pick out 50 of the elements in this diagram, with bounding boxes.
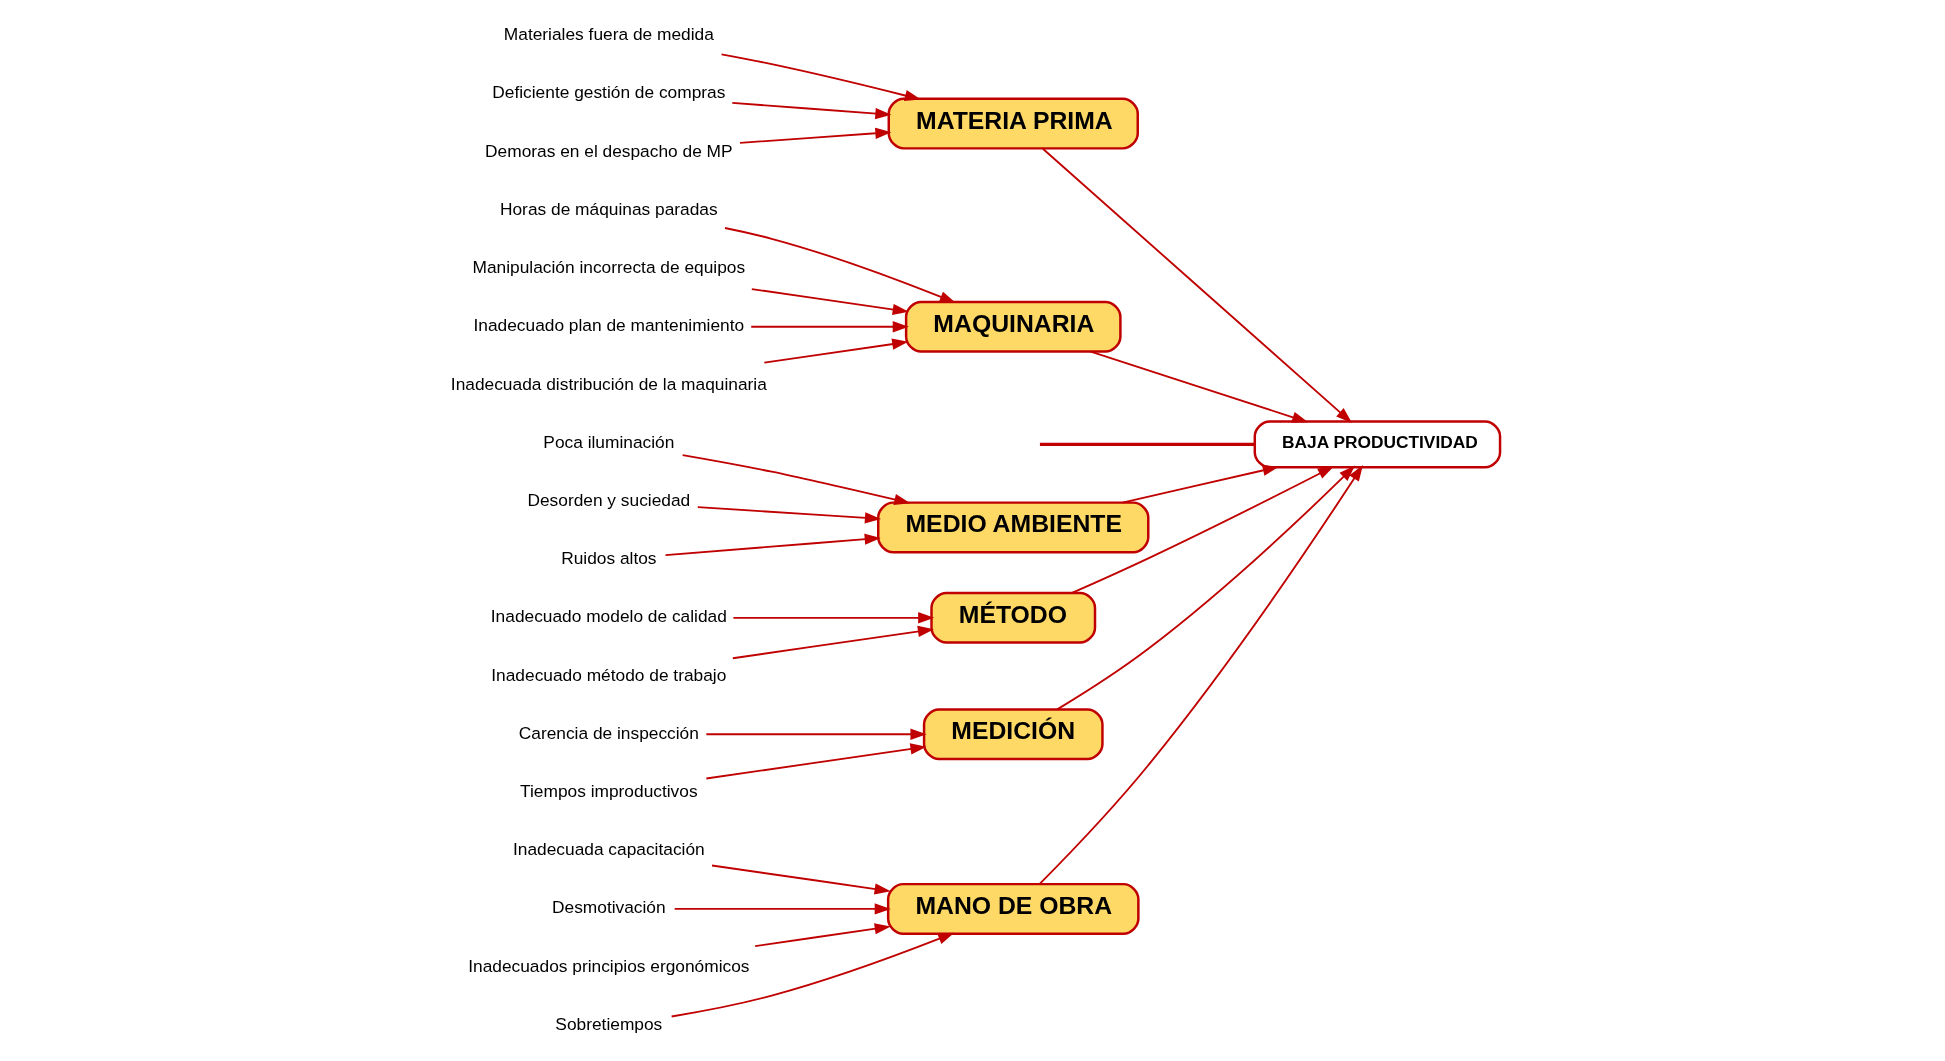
node-text: Ruidos altos <box>560 548 657 569</box>
arrow <box>738 127 891 144</box>
node-text: Desmotivación <box>551 897 666 918</box>
node-text: Manipulación incorrecta de equipos <box>472 257 745 278</box>
node-text: Inadecuado plan de mantenimiento <box>472 315 744 336</box>
node-text: Deficiente gestión de compras <box>491 82 725 103</box>
arrow <box>720 53 921 101</box>
arrow <box>710 864 891 895</box>
arrow <box>1038 464 1363 885</box>
connector <box>1039 442 1255 446</box>
node-box: MEDIO AMBIENTE <box>876 501 1149 554</box>
arrow <box>696 506 881 524</box>
arrow <box>750 288 909 316</box>
node-text: Inadecuada distribución de la maquinaria <box>450 373 767 394</box>
node-text: Inadecuados principios ergonómicos <box>467 955 749 976</box>
arrow <box>670 932 954 1018</box>
node-text: Inadecuada capacitación <box>512 839 705 860</box>
arrow <box>1070 466 1334 594</box>
arrow <box>1041 147 1352 423</box>
arrow <box>1055 465 1355 711</box>
node-text: Demoras en el despacho de MP <box>484 140 733 161</box>
node-box: MÉTODO <box>929 591 1096 644</box>
node-text: Poca iluminación <box>542 431 674 452</box>
node-box: MEDICIÓN <box>922 708 1104 761</box>
arrow <box>1121 464 1279 504</box>
node-box: MATERIA PRIMA <box>887 97 1139 150</box>
node-box: MANO DE OBRA <box>886 882 1140 935</box>
arrow <box>730 102 891 120</box>
node-text: Horas de máquinas paradas <box>499 198 718 219</box>
node-text: Inadecuado modelo de calidad <box>490 606 727 627</box>
arrow <box>681 454 910 506</box>
node-text: Inadecuado método de trabajo <box>490 664 726 685</box>
arrow <box>731 625 934 660</box>
arrow <box>732 612 934 624</box>
arrow <box>749 321 909 333</box>
node-text: Sobretiempos <box>554 1013 662 1034</box>
node-text: Tiempos improductivos <box>519 781 698 802</box>
node-box: MAQUINARIA <box>904 300 1122 353</box>
arrow <box>704 728 927 740</box>
arrow <box>723 227 956 303</box>
arrow <box>664 533 881 557</box>
arrow <box>673 903 891 915</box>
node-text: Materiales fuera de medida <box>503 24 714 45</box>
arrow <box>704 743 927 780</box>
arrow <box>753 923 891 948</box>
node-text: Desorden y suciedad <box>526 489 690 510</box>
node-box: BAJA PRODUCTIVIDAD <box>1253 420 1501 469</box>
node-text: Carencia de inspección <box>518 722 699 743</box>
arrow <box>1089 350 1308 423</box>
arrow <box>762 338 908 364</box>
